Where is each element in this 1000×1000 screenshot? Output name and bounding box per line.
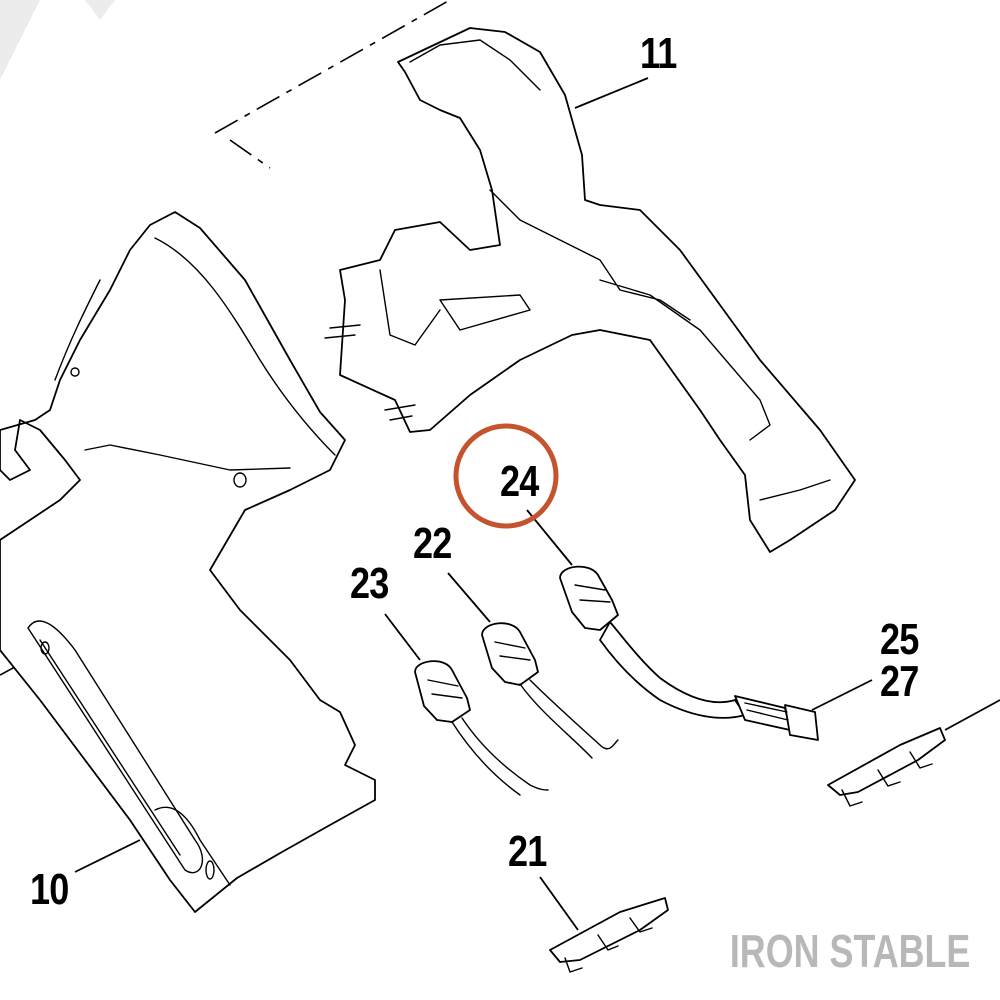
callout-27: 27	[880, 657, 919, 706]
callout-21: 21	[508, 827, 547, 876]
watermark: IRON STABLE	[729, 925, 970, 977]
part-11-housing	[324, 27, 856, 553]
callout-11: 11	[640, 29, 677, 78]
part-21-clip	[549, 897, 669, 973]
leader-right-clip	[944, 699, 1000, 731]
part-10-housing	[0, 211, 376, 913]
part-25-27-clip	[827, 727, 946, 807]
leader-11	[574, 77, 649, 109]
alignment-line-top-tick	[229, 139, 271, 169]
part-22-connector	[481, 622, 619, 759]
callout-23: 23	[350, 559, 389, 608]
part-24-connector-harness	[559, 565, 819, 741]
alignment-line-left	[0, 647, 51, 676]
callout-25: 25	[880, 615, 919, 664]
corner-shade	[0, 0, 40, 80]
leader-25-27	[811, 679, 873, 711]
alignment-line-top	[214, 0, 451, 134]
callout-24: 24	[500, 457, 539, 506]
callout-22: 22	[413, 519, 452, 568]
leader-21	[539, 876, 579, 931]
corner-shade-2	[85, 0, 115, 20]
part-23-connector	[414, 660, 549, 796]
leader-10	[74, 839, 141, 873]
leader-22	[447, 572, 491, 623]
callout-10: 10	[30, 865, 69, 914]
leader-23	[384, 613, 421, 661]
highlight-ring	[453, 423, 559, 529]
